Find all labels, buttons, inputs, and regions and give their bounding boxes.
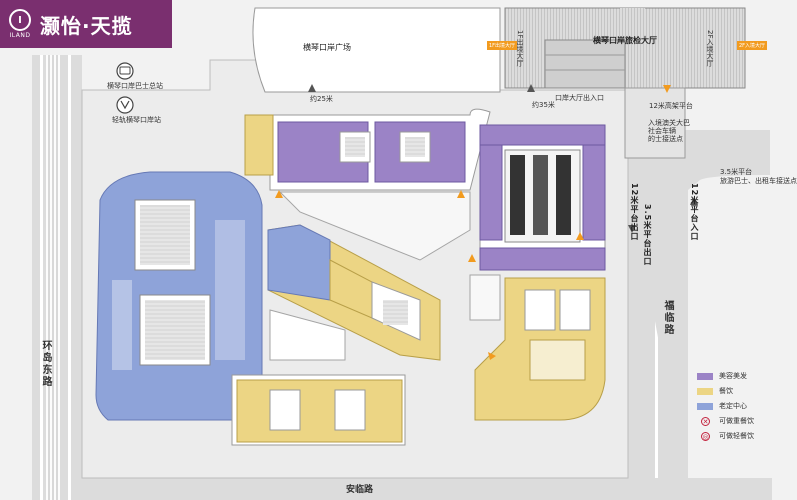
legend: 美容美发 餐饮 老定中心 ✕ 可做重餐饮 ◎ 可做轻餐饮 (697, 370, 754, 442)
huandao-road-label: 环岛东路 (40, 340, 51, 388)
anlin-road (82, 478, 772, 500)
platform-35m-label: 3.5米平台 旅游巴士、出租车接送点 (720, 168, 797, 185)
distance-a-label: 约25米 (310, 95, 333, 103)
legend-item: 餐饮 (697, 385, 754, 397)
distance-b-label: 约35米 (532, 101, 555, 109)
brand-name: 灏怡·天揽 (40, 13, 133, 38)
bus-center-label: 入境澳关大巴 社会车辆 的士接送点 (648, 119, 690, 143)
legend-item: 美容美发 (697, 370, 754, 382)
entrance-arrows (275, 190, 584, 360)
legend-swatch-yellow (697, 387, 713, 395)
x-circle-icon: ✕ (701, 416, 710, 426)
dot-circle-icon: ◎ (701, 431, 710, 441)
hall-entrance-label: 口岸大厅出入口 (555, 94, 604, 102)
hall-2f-label: 2F入境大厅 (706, 30, 714, 67)
legend-swatch-purple (697, 372, 713, 380)
bus-stop-icon (116, 62, 134, 80)
fulin-road-label: 福临路 (662, 300, 673, 336)
sign-entry-hall: 2F入境大厅 (737, 41, 768, 50)
legend-item: 老定中心 (697, 400, 754, 412)
iland-logo-icon: I ILAND (6, 7, 34, 41)
brand-logo: I ILAND 灏怡·天揽 (0, 0, 172, 48)
platform-12m-label: 12米高架平台 (649, 102, 693, 110)
legend-swatch-blue (697, 402, 713, 410)
anlin-road-label: 安临路 (346, 485, 374, 495)
southwest-dining (236, 379, 403, 443)
exit-12m-label: 12米平台出口 (630, 183, 639, 242)
mall-floor-map (32, 7, 772, 500)
entry-12m-label: 12米平台入口 (690, 183, 699, 242)
legend-item: ◎ 可做轻餐饮 (701, 431, 754, 441)
legend-item: ✕ 可做重餐饮 (701, 416, 754, 426)
plaza-area (252, 7, 501, 93)
hall-1f-label: 1F出境大厅 (516, 30, 524, 67)
exit-35m-label: 3.5米平台出口 (643, 204, 652, 267)
metro-station-label: 轻轨横琴口岸站 (112, 116, 161, 124)
bus-stop-label: 横琴口岸巴士总站 (107, 82, 163, 90)
sign-exit-hall: 1F出境大厅 (487, 41, 518, 50)
hall-label: 横琴口岸旅检大厅 (593, 36, 657, 45)
plaza-label: 横琴口岸广场 (303, 43, 351, 52)
metro-station-icon (116, 96, 134, 114)
